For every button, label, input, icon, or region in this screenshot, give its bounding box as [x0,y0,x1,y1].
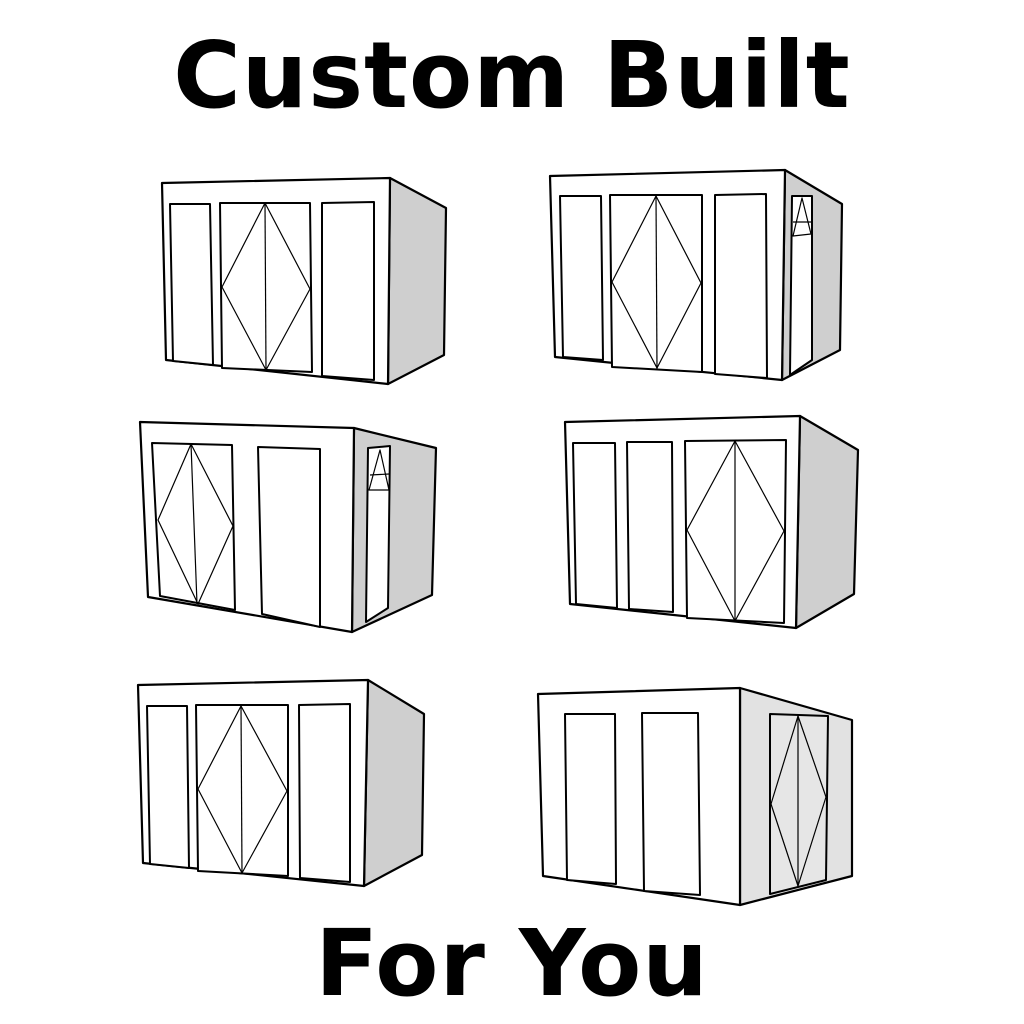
shed-design-5 [136,678,426,888]
shed-design-4 [563,414,860,630]
shed-design-6 [536,686,854,907]
headline-bottom: For You [315,910,709,1017]
shed-design-3 [138,420,438,634]
shed-design-1 [160,176,448,386]
shed-design-2 [548,168,844,382]
headline-top: Custom Built [173,22,851,129]
